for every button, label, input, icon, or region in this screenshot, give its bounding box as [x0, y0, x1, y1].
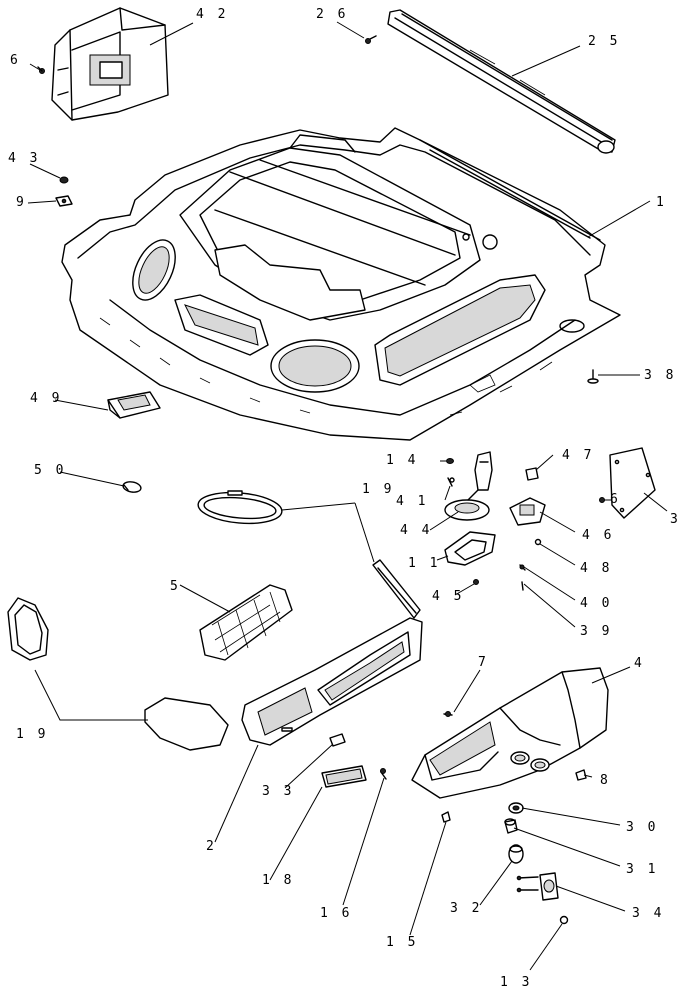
- callout-39: 3 9: [580, 624, 612, 639]
- callout-6: 6: [10, 53, 21, 68]
- callout-44: 4 4: [400, 523, 432, 538]
- callout-8: 8: [600, 773, 611, 788]
- callout-18: 1 8: [262, 873, 294, 888]
- callout-9: 9: [16, 195, 27, 210]
- part-38-fastener: [587, 369, 599, 384]
- callout-50: 5 0: [34, 463, 66, 478]
- part-9-clip: [55, 195, 73, 207]
- part-46-switch-block: [509, 497, 546, 526]
- part-15-screw: [441, 811, 451, 823]
- part-32-bushing: [508, 844, 524, 864]
- leader-lines: [27, 21, 668, 971]
- part-44-dome-light: [444, 451, 493, 521]
- callout-43: 4 3: [8, 151, 40, 166]
- part-30-cap: [508, 802, 524, 814]
- part-3-plate: [609, 447, 656, 519]
- part-19-lens-bottom: [144, 697, 229, 751]
- part-14-screw: [446, 458, 454, 464]
- part-6-screw: [37, 66, 45, 74]
- part-39-pin: [521, 581, 524, 591]
- callout-15: 1 5: [386, 935, 418, 950]
- callout-40: 4 0: [580, 596, 612, 611]
- part-5-pad: [199, 584, 293, 661]
- part-6-screw-right: [599, 497, 605, 503]
- part-48-screw: [534, 538, 542, 546]
- callout-46: 4 6: [582, 528, 614, 543]
- part-47-nut: [525, 467, 539, 481]
- callout-49: 4 9: [30, 391, 62, 406]
- part-19-lens-upper: [197, 490, 283, 525]
- callout-14: 1 4: [386, 453, 418, 468]
- callout-30: 3 0: [626, 820, 658, 835]
- part-49-switch: [107, 391, 161, 419]
- part-19-lens-left: [7, 597, 49, 661]
- callout-11: 1 1: [408, 556, 440, 571]
- part-50-bulb: [122, 481, 142, 493]
- callout-31: 3 1: [626, 862, 658, 877]
- part-41-clip: [447, 477, 455, 487]
- callout-47: 4 7: [562, 448, 594, 463]
- part-8-nut: [575, 769, 587, 781]
- callout-6-right: 6: [610, 492, 621, 507]
- callout-41: 4 1: [396, 494, 428, 509]
- part-1-headliner: [61, 127, 621, 441]
- callout-7: 7: [478, 655, 489, 670]
- part-34-switch: [516, 872, 559, 901]
- callout-32: 3 2: [450, 901, 482, 916]
- callout-33: 3 3: [262, 784, 294, 799]
- part-18-plate: [321, 765, 367, 788]
- callout-19-top: 1 9: [362, 482, 394, 497]
- callout-45: 4 5: [432, 589, 464, 604]
- part-19-lens-strip: [372, 559, 421, 619]
- callout-19-left: 1 9: [16, 727, 48, 742]
- callout-26: 2 6: [316, 7, 348, 22]
- part-26-screw: [365, 35, 377, 44]
- callout-2: 2: [206, 839, 217, 854]
- part-43-nut: [59, 176, 69, 184]
- callout-4: 4: [634, 656, 645, 671]
- part-7-screw: [443, 711, 453, 717]
- callout-5: 5: [170, 579, 181, 594]
- part-2-trim: [241, 617, 423, 746]
- part-42-bracket: [51, 7, 169, 121]
- callout-3: 3: [670, 512, 681, 527]
- part-11-bezel: [444, 531, 496, 566]
- part-31-grommet: [504, 818, 518, 834]
- part-13-screw: [559, 915, 569, 925]
- callout-16: 1 6: [320, 906, 352, 921]
- part-25-strip: [387, 9, 616, 154]
- callout-42: 4 2: [196, 7, 228, 22]
- callout-34: 3 4: [632, 906, 664, 921]
- part-4-console: [411, 667, 609, 799]
- callout-13: 1 3: [500, 975, 532, 990]
- callout-25: 2 5: [588, 34, 620, 49]
- callout-labels: 4 2 2 6 2 5 6 4 3 9 1 3 8 4 9 5 0 1 4 4 …: [8, 7, 681, 990]
- part-16-screw: [380, 768, 387, 780]
- callout-1: 1: [656, 195, 667, 210]
- callout-48: 4 8: [580, 561, 612, 576]
- callout-38: 3 8: [644, 368, 676, 383]
- part-45-screw: [473, 579, 479, 585]
- part-33-clip: [329, 733, 346, 747]
